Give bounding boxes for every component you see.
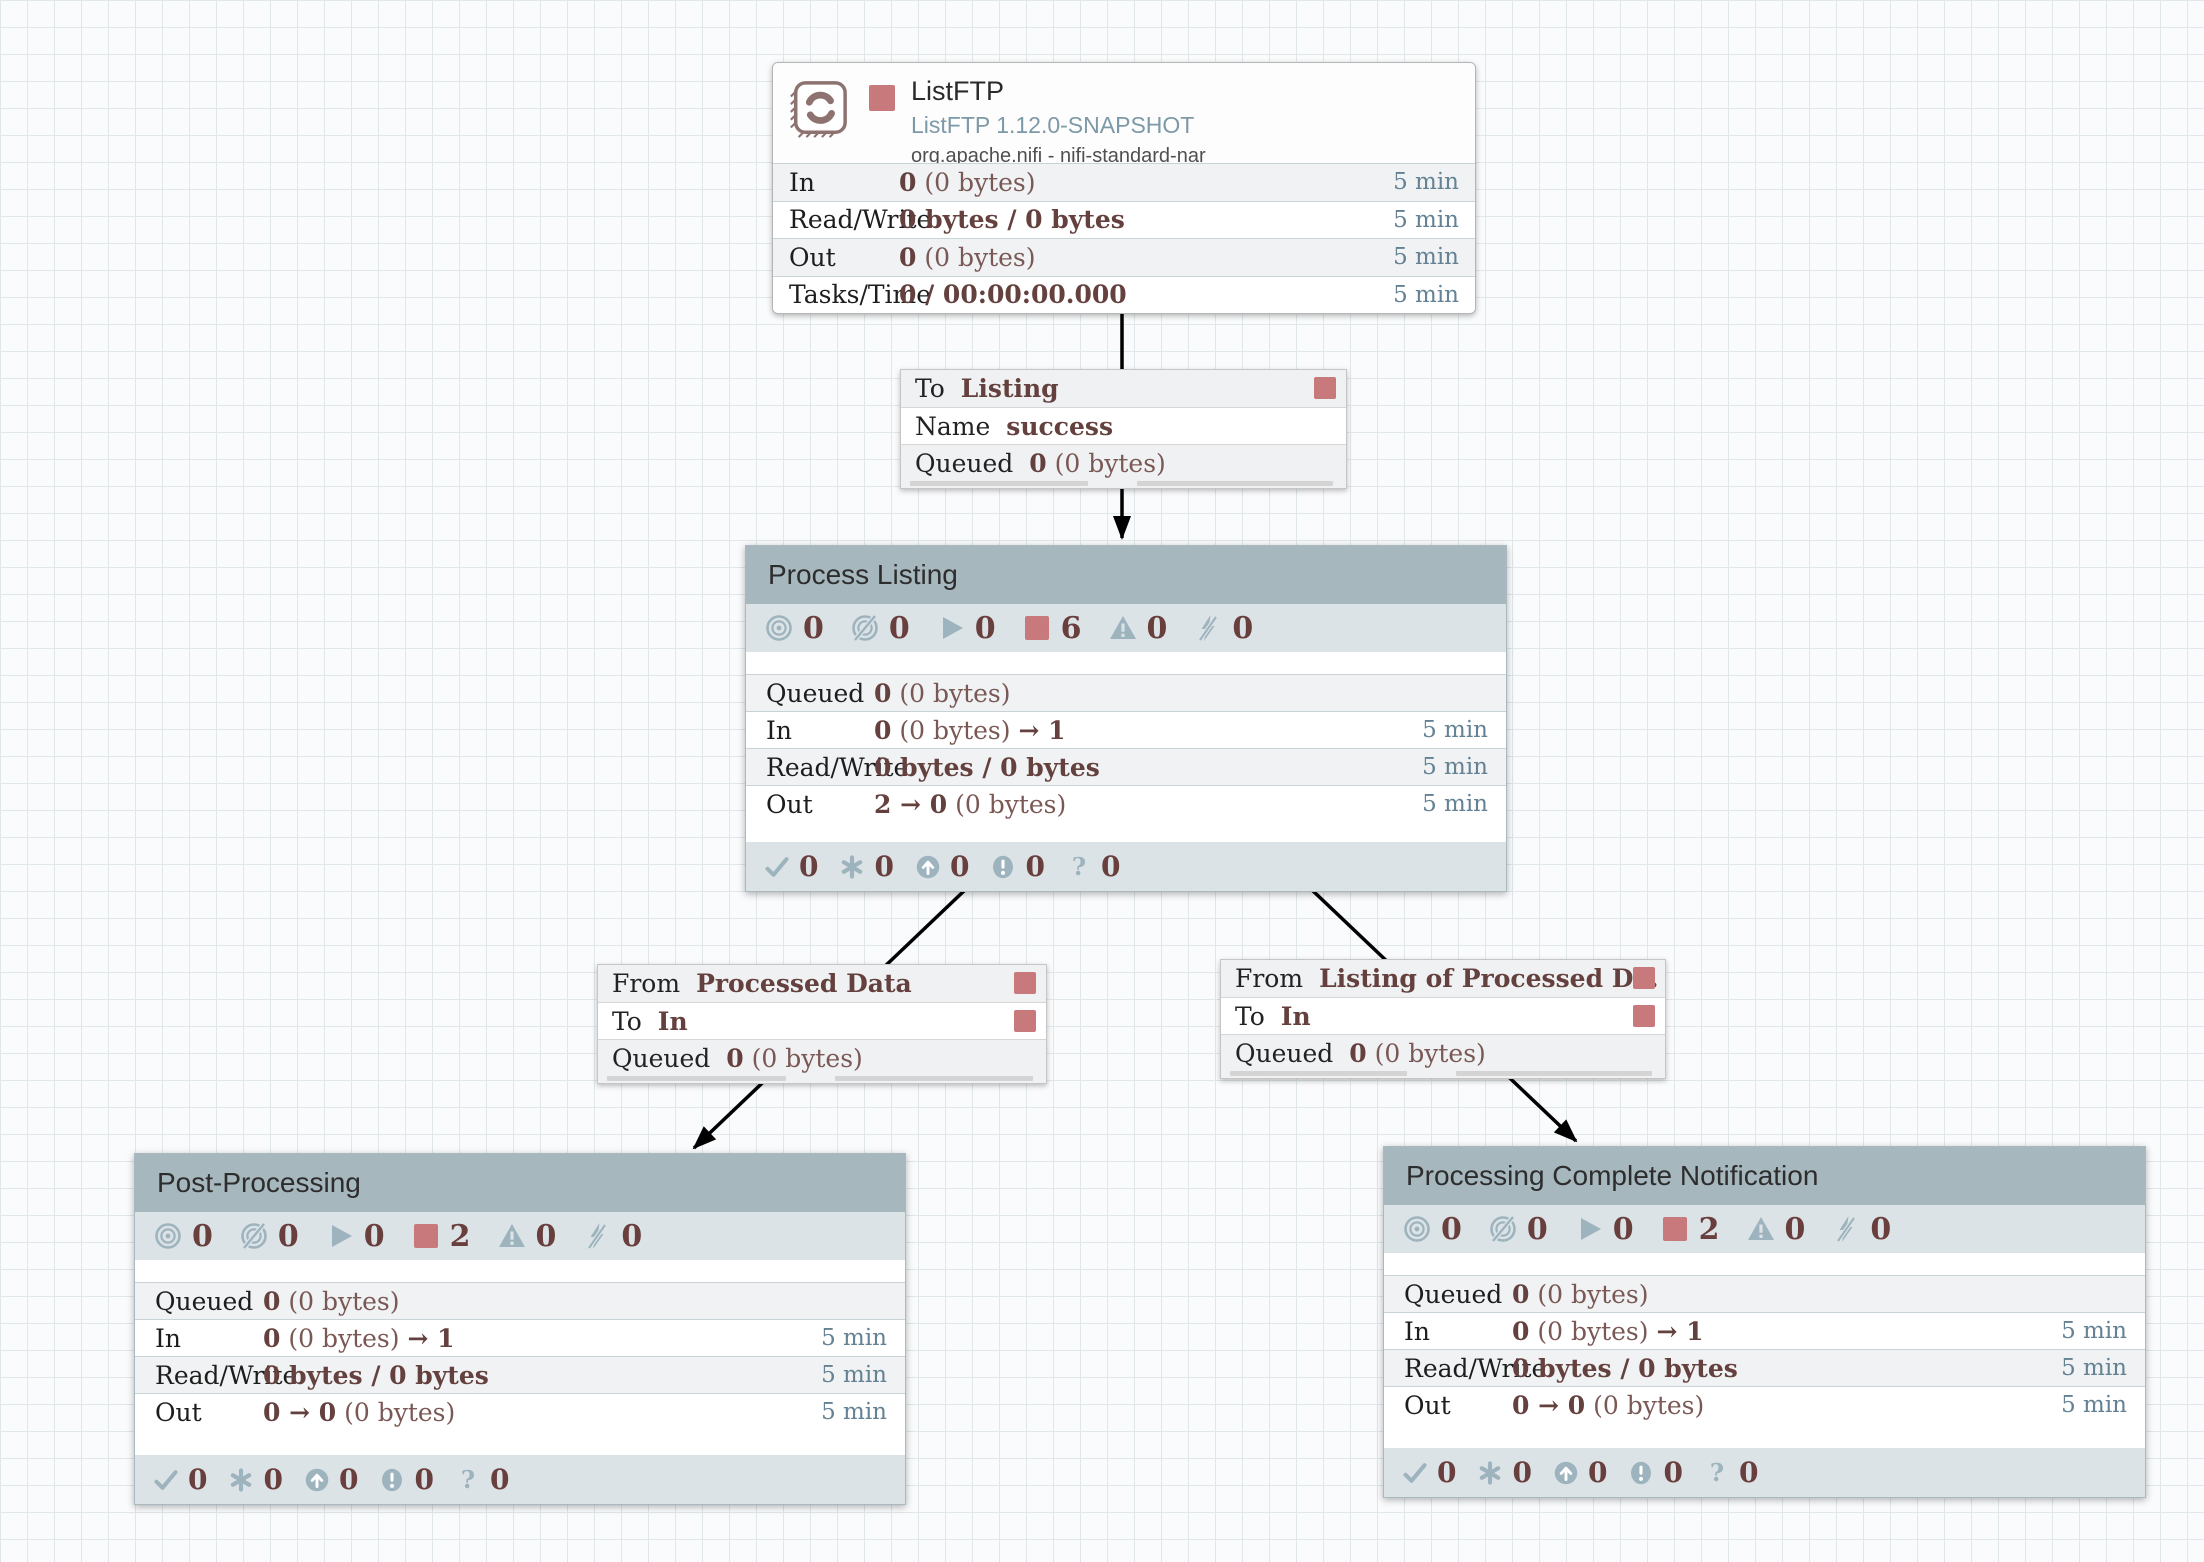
connection-from-row: From Listing of Processed D… xyxy=(1221,960,1665,997)
stat-row-in: In 0 (0 bytes) 5 min xyxy=(773,163,1475,201)
stat-row-out: Out 2 → 0 (0 bytes) 5 min xyxy=(746,785,1506,822)
locally-modified-stale-icon xyxy=(379,1467,405,1493)
running-icon xyxy=(936,613,966,643)
group-stats: Queued 0 (0 bytes) In 0 (0 bytes) → 1 5 … xyxy=(135,1260,905,1455)
stat-row-readwrite: Read/Write 0 bytes / 0 bytes 5 min xyxy=(746,748,1506,785)
processor-listftp[interactable]: ListFTP ListFTP 1.12.0-SNAPSHOT org.apac… xyxy=(772,62,1476,314)
stat-row-out: Out 0 → 0 (0 bytes) 5 min xyxy=(135,1393,905,1430)
stopped-icon xyxy=(1660,1214,1690,1244)
connection-name-row: Name success xyxy=(901,407,1346,444)
stat-row-readwrite: Read/Write 0 bytes / 0 bytes 5 min xyxy=(773,200,1475,238)
queue-capacity-bars xyxy=(901,481,1346,488)
processor-bundle: org.apache.nifi - nifi-standard-nar xyxy=(911,144,1206,167)
sync-failure-icon xyxy=(455,1467,481,1493)
transmitting-icon xyxy=(764,613,794,643)
connection-queued-row: Queued 0 (0 bytes) xyxy=(1221,1034,1665,1071)
not-transmitting-icon xyxy=(850,613,880,643)
stat-row-readwrite: Read/Write 0 bytes / 0 bytes 5 min xyxy=(1384,1349,2145,1386)
stopped-icon xyxy=(1014,972,1036,994)
connection-to-row: To Listing xyxy=(901,370,1346,407)
group-title: Processing Complete Notification xyxy=(1384,1147,2145,1205)
connection-to-row: To In xyxy=(1221,997,1665,1034)
group-title: Post-Processing xyxy=(135,1154,905,1212)
connection-label-listing-of-processed-data[interactable]: From Listing of Processed D… To In Queue… xyxy=(1220,959,1666,1079)
processor-type: ListFTP 1.12.0-SNAPSHOT xyxy=(911,111,1195,138)
stat-row-tasks: Tasks/Time 0 / 00:00:00.000 5 min xyxy=(773,275,1475,313)
process-group-post-processing[interactable]: Post-Processing 0 0 0 2 0 0 Queued 0 (0 … xyxy=(134,1153,906,1505)
disabled-icon xyxy=(1193,613,1223,643)
connection-queued-row: Queued 0 (0 bytes) xyxy=(598,1039,1046,1076)
queue-capacity-bars xyxy=(1221,1071,1665,1078)
disabled-icon xyxy=(1831,1214,1861,1244)
running-icon xyxy=(1574,1214,1604,1244)
stale-icon xyxy=(915,854,941,880)
running-icon xyxy=(325,1221,355,1251)
connection-to-row: To In xyxy=(598,1002,1046,1039)
queue-size-bar xyxy=(1136,481,1333,486)
locally-modified-icon xyxy=(839,854,865,880)
queue-count-bar xyxy=(909,481,1088,486)
up-to-date-icon xyxy=(764,854,790,880)
processor-header: ListFTP ListFTP 1.12.0-SNAPSHOT org.apac… xyxy=(773,63,1475,167)
stat-row-in: In 0 (0 bytes) → 1 5 min xyxy=(135,1319,905,1356)
group-stats: Queued 0 (0 bytes) In 0 (0 bytes) → 1 5 … xyxy=(1384,1253,2145,1448)
group-version-bar: 0 0 0 0 0 xyxy=(135,1455,905,1504)
stat-row-out: Out 0 (0 bytes) 5 min xyxy=(773,238,1475,276)
locally-modified-stale-icon xyxy=(1628,1460,1654,1486)
stat-row-queued: Queued 0 (0 bytes) xyxy=(746,674,1506,711)
stopped-icon xyxy=(869,85,895,111)
group-status-bar: 0 0 0 2 0 0 xyxy=(135,1212,905,1260)
stat-row-in: In 0 (0 bytes) → 1 5 min xyxy=(1384,1312,2145,1349)
queue-count-bar xyxy=(606,1076,787,1081)
stopped-icon xyxy=(1014,1010,1036,1032)
stat-row-out: Out 0 → 0 (0 bytes) 5 min xyxy=(1384,1386,2145,1423)
process-group-processing-complete-notification[interactable]: Processing Complete Notification 0 0 0 2… xyxy=(1383,1146,2146,1498)
queue-count-bar xyxy=(1229,1071,1408,1076)
process-group-process-listing[interactable]: Process Listing 0 0 0 6 0 0 Queued 0 (0 … xyxy=(745,545,1507,892)
transmitting-icon xyxy=(153,1221,183,1251)
stopped-icon xyxy=(1314,377,1336,399)
stat-row-in: In 0 (0 bytes) → 1 5 min xyxy=(746,711,1506,748)
group-title: Process Listing xyxy=(746,546,1506,604)
invalid-icon xyxy=(1108,613,1138,643)
not-transmitting-icon xyxy=(239,1221,269,1251)
not-transmitting-icon xyxy=(1488,1214,1518,1244)
sync-failure-icon xyxy=(1704,1460,1730,1486)
connection-label-processed-data[interactable]: From Processed Data To In Queued 0 (0 by… xyxy=(597,964,1047,1084)
queue-size-bar xyxy=(1456,1071,1652,1076)
stale-icon xyxy=(304,1467,330,1493)
connection-from-row: From Processed Data xyxy=(598,965,1046,1002)
queue-size-bar xyxy=(835,1076,1033,1081)
stat-row-readwrite: Read/Write 0 bytes / 0 bytes 5 min xyxy=(135,1356,905,1393)
connection-label-success[interactable]: To Listing Name success Queued 0 (0 byte… xyxy=(900,369,1347,489)
stopped-icon xyxy=(411,1221,441,1251)
group-version-bar: 0 0 0 0 0 xyxy=(746,842,1506,891)
invalid-icon xyxy=(1746,1214,1776,1244)
connection-queued-row: Queued 0 (0 bytes) xyxy=(901,444,1346,481)
up-to-date-icon xyxy=(1402,1460,1428,1486)
stat-row-queued: Queued 0 (0 bytes) xyxy=(135,1282,905,1319)
queue-capacity-bars xyxy=(598,1076,1046,1083)
stopped-icon xyxy=(1022,613,1052,643)
group-version-bar: 0 0 0 0 0 xyxy=(1384,1448,2145,1497)
processor-icon xyxy=(787,79,849,141)
stat-row-queued: Queued 0 (0 bytes) xyxy=(1384,1275,2145,1312)
locally-modified-icon xyxy=(1477,1460,1503,1486)
stopped-icon xyxy=(1633,1005,1655,1027)
up-to-date-icon xyxy=(153,1467,179,1493)
stopped-icon xyxy=(1633,967,1655,989)
group-stats: Queued 0 (0 bytes) In 0 (0 bytes) → 1 5 … xyxy=(746,652,1506,842)
stale-icon xyxy=(1553,1460,1579,1486)
group-status-bar: 0 0 0 2 0 0 xyxy=(1384,1205,2145,1253)
disabled-icon xyxy=(582,1221,612,1251)
sync-failure-icon xyxy=(1066,854,1092,880)
locally-modified-icon xyxy=(228,1467,254,1493)
locally-modified-stale-icon xyxy=(990,854,1016,880)
group-status-bar: 0 0 0 6 0 0 xyxy=(746,604,1506,652)
transmitting-icon xyxy=(1402,1214,1432,1244)
invalid-icon xyxy=(497,1221,527,1251)
processor-name: ListFTP xyxy=(911,76,1005,106)
